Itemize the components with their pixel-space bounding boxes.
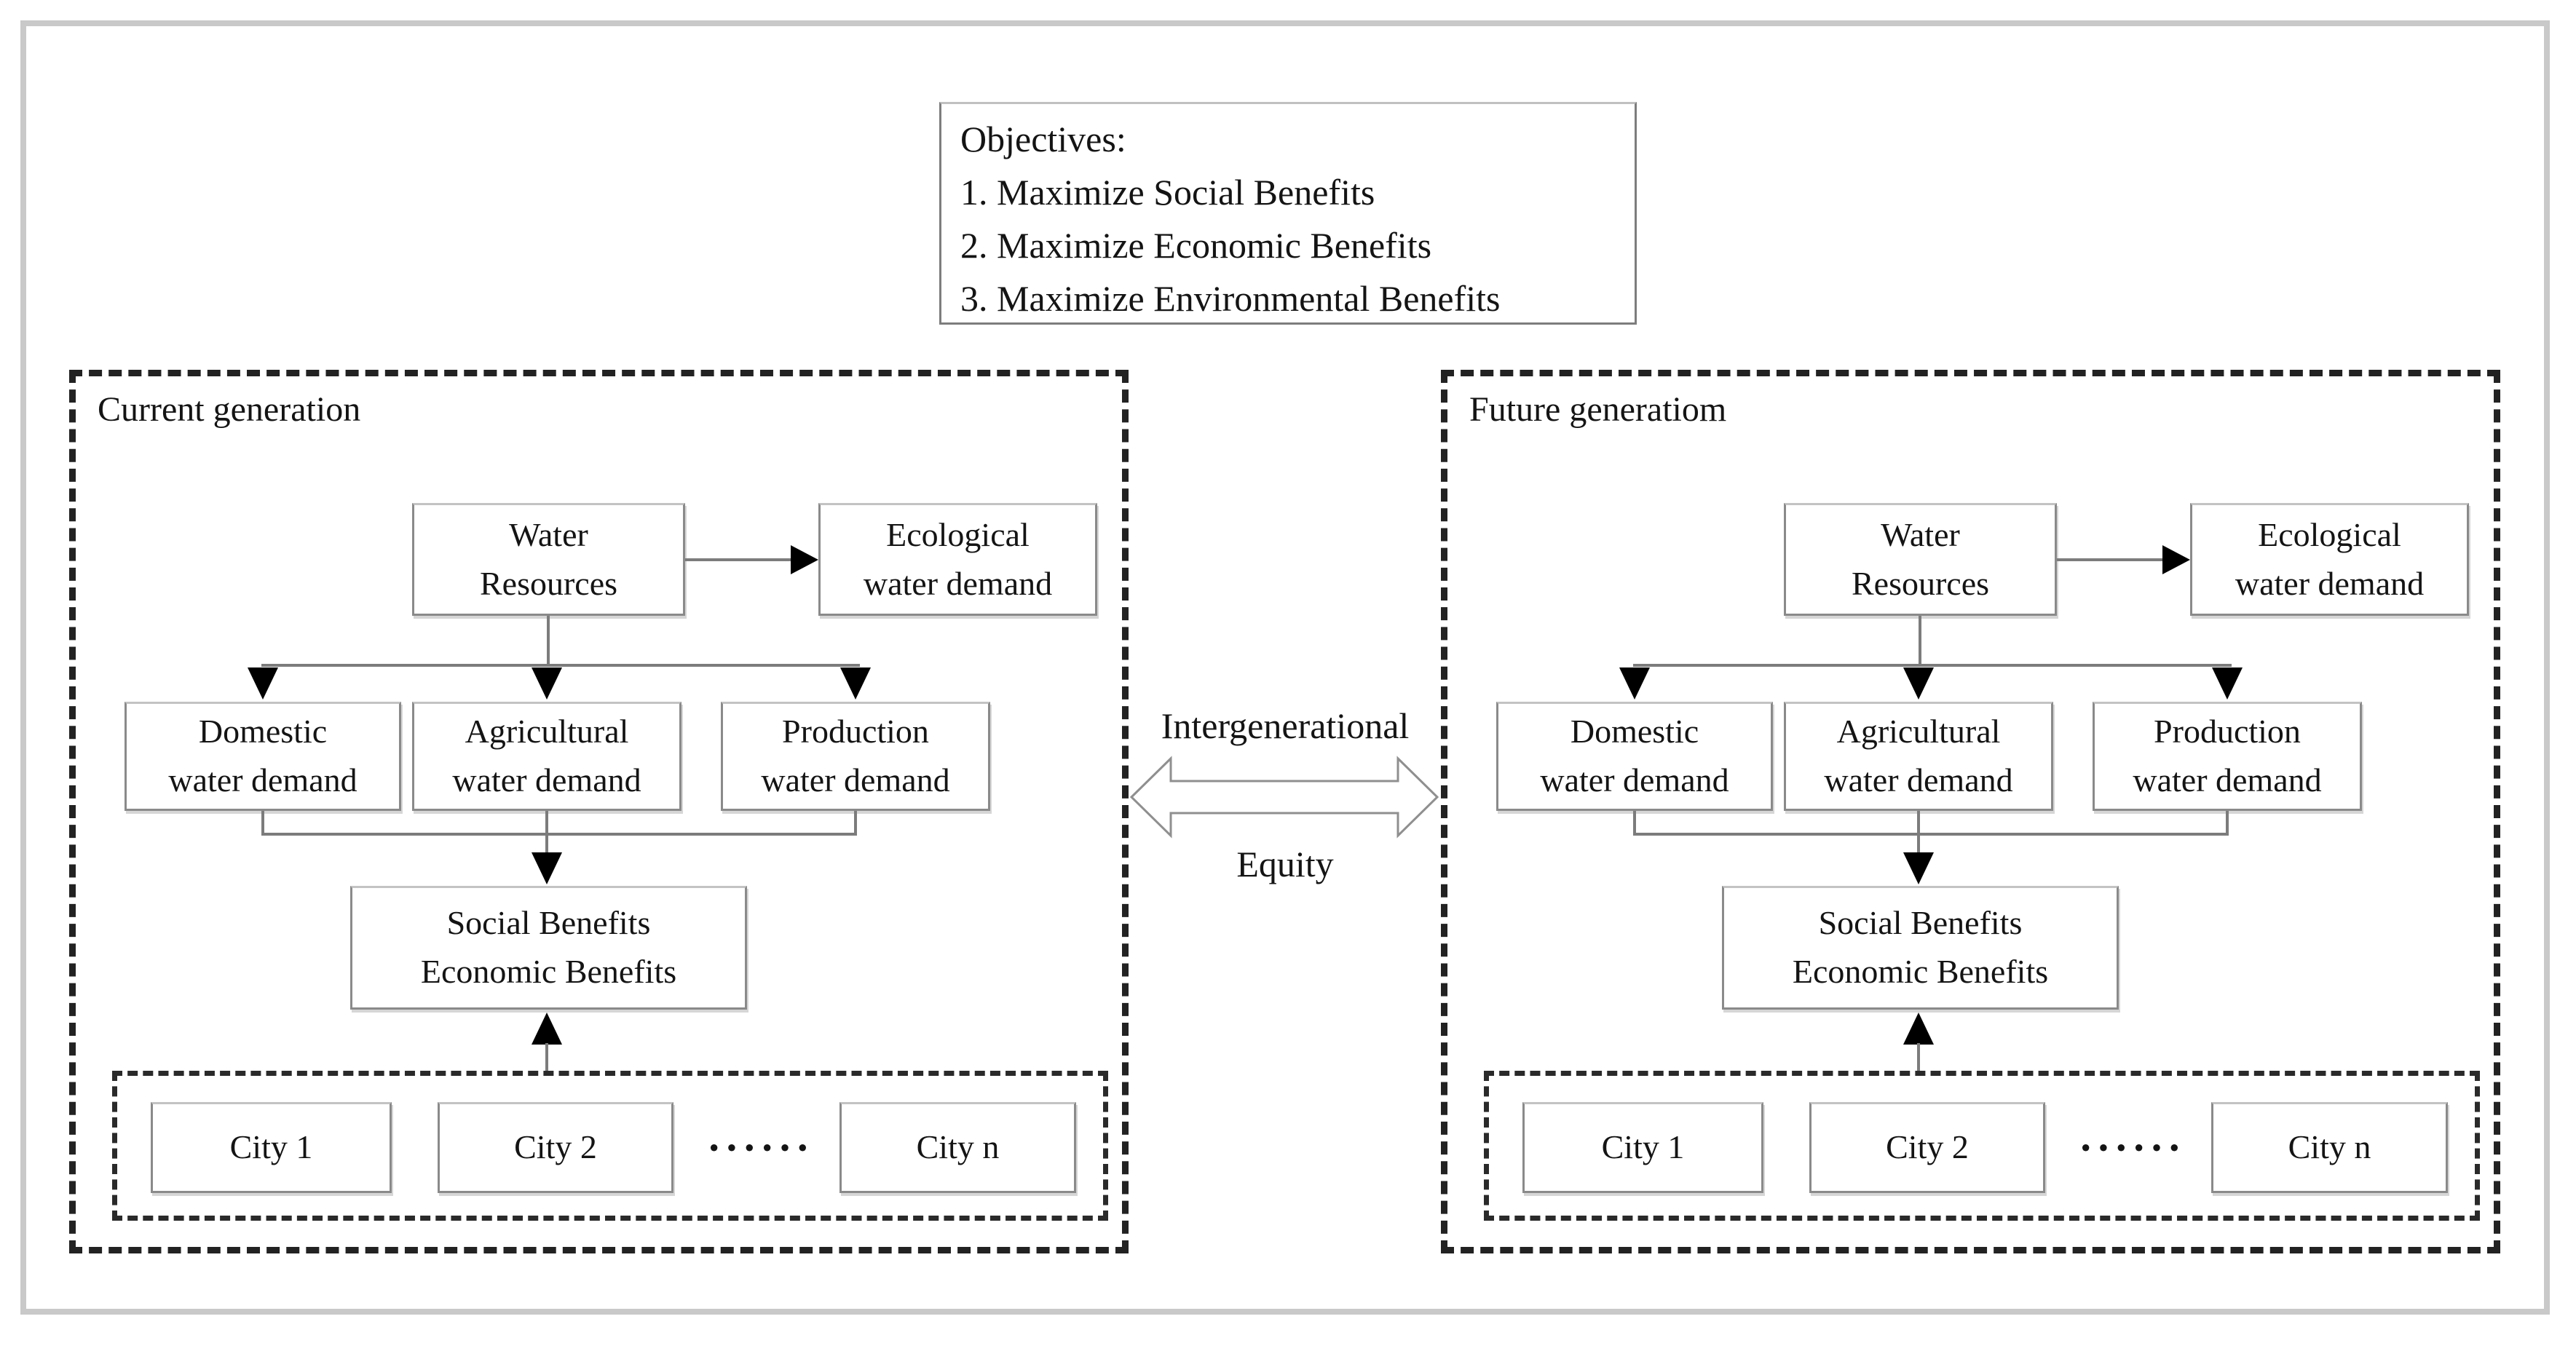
down-arrowhead-icon (1903, 852, 1934, 884)
water-down-connector (547, 616, 550, 665)
city-2-box: City 2 (1809, 1102, 2045, 1193)
distribution-bus-connector (1633, 664, 2232, 667)
collector-left-stub (261, 811, 264, 836)
future-generation-panel: Future generatiom Water Resources Ecolog… (1441, 370, 2500, 1253)
current-generation-panel: Current generation Water Resources Ecolo… (69, 370, 1129, 1253)
collector-connector (261, 833, 857, 836)
water-to-ecological-connector (2057, 558, 2164, 561)
objectives-title: Objectives: (960, 119, 1126, 159)
agricultural-water-demand-box: Agricultural water demand (412, 702, 681, 811)
intergenerational-equity-arrow-icon (1130, 756, 1439, 839)
water-resources-box: Water Resources (1784, 503, 2057, 616)
objectives-item: 3. Maximize Environmental Benefits (960, 278, 1501, 319)
ecological-water-demand-box: Ecological water demand (818, 503, 1097, 616)
cities-ellipsis: ······ (2078, 1124, 2186, 1171)
up-arrowhead-icon (532, 1013, 562, 1045)
social-economic-benefits-box: Social Benefits Economic Benefits (350, 886, 747, 1010)
right-arrowhead-icon (791, 545, 818, 574)
equity-label: Equity (1236, 844, 1334, 884)
ecological-water-demand-box: Ecological water demand (2190, 503, 2469, 616)
page-border (20, 20, 2550, 1315)
domestic-water-demand-box: Domestic water demand (1496, 702, 1773, 811)
city-n-box: City n (2211, 1102, 2448, 1193)
up-arrowhead-icon (1903, 1013, 1934, 1045)
collector-connector (1633, 833, 2229, 836)
city-1-box: City 1 (151, 1102, 392, 1193)
down-arrowhead-icon (840, 667, 871, 700)
down-arrowhead-icon (532, 667, 562, 700)
social-economic-benefits-box: Social Benefits Economic Benefits (1722, 886, 2119, 1010)
right-arrowhead-icon (2162, 545, 2190, 574)
distribution-bus-connector (261, 664, 860, 667)
city-2-box: City 2 (438, 1102, 673, 1193)
objectives-item: 2. Maximize Economic Benefits (960, 225, 1432, 266)
cities-up-connector (1917, 1043, 1920, 1074)
collector-right-stub (2226, 811, 2229, 836)
cities-group-box (1484, 1071, 2480, 1221)
production-water-demand-box: Production water demand (2093, 702, 2362, 811)
down-arrowhead-icon (248, 667, 278, 700)
city-n-box: City n (839, 1102, 1076, 1193)
city-1-box: City 1 (1522, 1102, 1763, 1193)
cities-ellipsis: ······ (706, 1124, 814, 1171)
panel-title: Future generatiom (1469, 390, 1727, 429)
down-arrowhead-icon (2212, 667, 2243, 700)
benefits-down-connector (1917, 811, 1920, 855)
collector-left-stub (1633, 811, 1636, 836)
down-arrowhead-icon (1903, 667, 1934, 700)
objectives-box: Objectives: 1. Maximize Social Benefits … (939, 102, 1637, 325)
intergenerational-label: Intergenerational (1161, 705, 1410, 746)
cities-group-box (112, 1071, 1108, 1221)
down-arrowhead-icon (532, 852, 562, 884)
water-to-ecological-connector (685, 558, 792, 561)
cities-up-connector (545, 1043, 548, 1074)
water-down-connector (1919, 616, 1921, 665)
panel-title: Current generation (98, 390, 361, 429)
domestic-water-demand-box: Domestic water demand (125, 702, 401, 811)
objectives-item: 1. Maximize Social Benefits (960, 172, 1375, 213)
collector-right-stub (854, 811, 857, 836)
production-water-demand-box: Production water demand (721, 702, 990, 811)
down-arrowhead-icon (1619, 667, 1650, 700)
benefits-down-connector (545, 811, 548, 855)
water-resources-box: Water Resources (412, 503, 685, 616)
agricultural-water-demand-box: Agricultural water demand (1784, 702, 2053, 811)
